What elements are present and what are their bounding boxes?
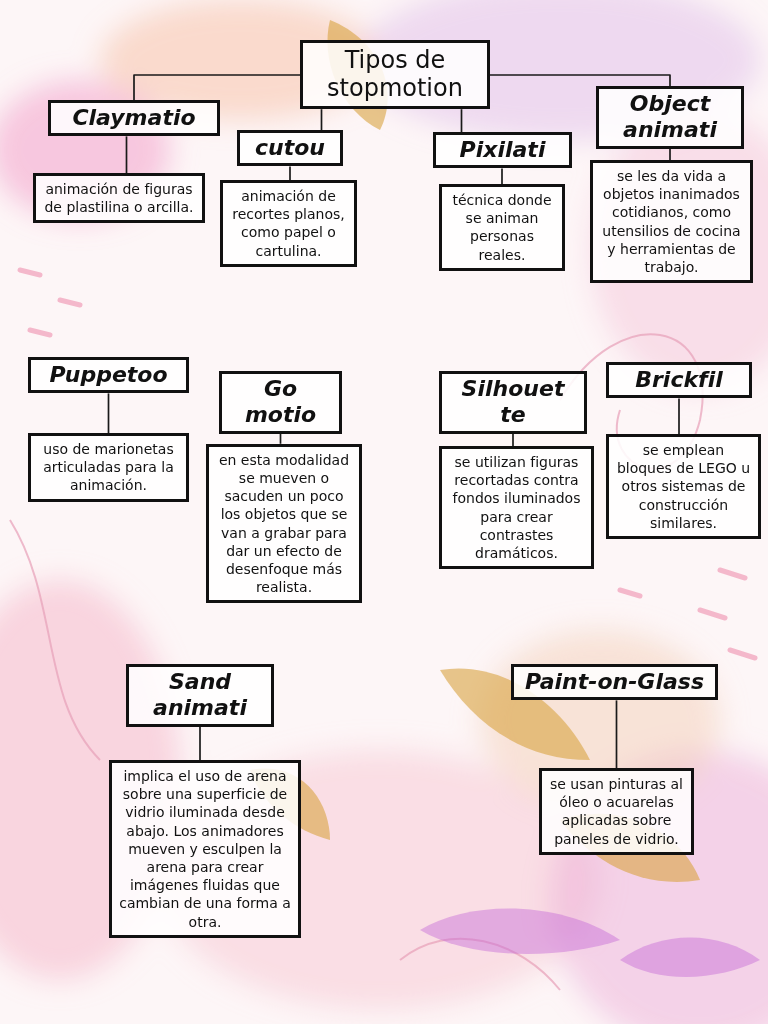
connector-line [108,393,110,433]
type-header: Object animati [596,86,744,149]
connector-line [280,434,282,444]
label-text: Go motio [228,376,333,429]
title-box: Tipos de stopmotion [300,40,490,109]
dash-marks [20,270,755,658]
label-text: Tipos de stopmotion [311,47,479,102]
connector-line [490,75,670,86]
description-text: se utilizan figuras recortadas contra fo… [448,453,585,562]
connector-line [678,398,680,434]
description-box: se usan pinturas al óleo o acuarelas apl… [539,768,694,855]
description-text: en esta modalidad se mueven o sacuden un… [215,451,353,597]
description-box: se les da vida a objetos inanimados coti… [590,160,753,283]
description-box: animación de recortes planos, como papel… [220,180,357,267]
description-text: animación de recortes planos, como papel… [229,187,348,260]
description-box: se emplean bloques de LEGO u otros siste… [606,434,761,539]
type-header: Sand animati [126,664,274,727]
connector-line [669,149,671,160]
label-text: Object animati [605,91,735,144]
connector-line [501,168,503,184]
type-header: Go motio [219,371,342,434]
description-box: implica el uso de arena sobre una superf… [109,760,301,938]
label-text: Silhouet te [448,376,578,429]
type-header: Puppetoo [28,357,189,393]
description-box: técnica donde se animan personas reales. [439,184,565,271]
type-header: Paint-on-Glass [511,664,718,700]
label-text: Sand animati [135,669,265,722]
description-text: animación de figuras de plastilina o arc… [42,180,196,216]
description-box: se utilizan figuras recortadas contra fo… [439,446,594,569]
connector-line [134,75,300,100]
description-box: en esta modalidad se mueven o sacuden un… [206,444,362,604]
description-text: se emplean bloques de LEGO u otros siste… [615,441,752,532]
type-header: Claymatio [48,100,220,136]
connector-line [126,136,128,173]
description-text: se usan pinturas al óleo o acuarelas apl… [548,775,685,848]
description-box: animación de figuras de plastilina o arc… [33,173,205,223]
type-header: cutou [237,130,343,166]
description-text: uso de marionetas articuladas para la an… [37,440,180,495]
connector-line [461,109,463,132]
label-text: Puppetoo [37,362,180,388]
connector-line [512,434,514,446]
connector-line [321,109,323,130]
type-header: Pixilati [433,132,572,168]
label-text: Pixilati [442,137,563,163]
label-text: cutou [246,135,334,161]
label-text: Brickfil [615,367,743,393]
description-text: técnica donde se animan personas reales. [448,191,556,264]
connector-line [199,727,201,760]
purple-flower [420,909,760,977]
connector-line [616,700,618,768]
connector-line [289,166,291,180]
line-swirls [10,334,703,990]
description-box: uso de marionetas articuladas para la an… [28,433,189,502]
type-header: Silhouet te [439,371,587,434]
description-text: se les da vida a objetos inanimados coti… [599,167,744,276]
type-header: Brickfil [606,362,752,398]
label-text: Paint-on-Glass [520,669,709,695]
label-text: Claymatio [57,105,211,131]
description-text: implica el uso de arena sobre una superf… [118,767,292,931]
